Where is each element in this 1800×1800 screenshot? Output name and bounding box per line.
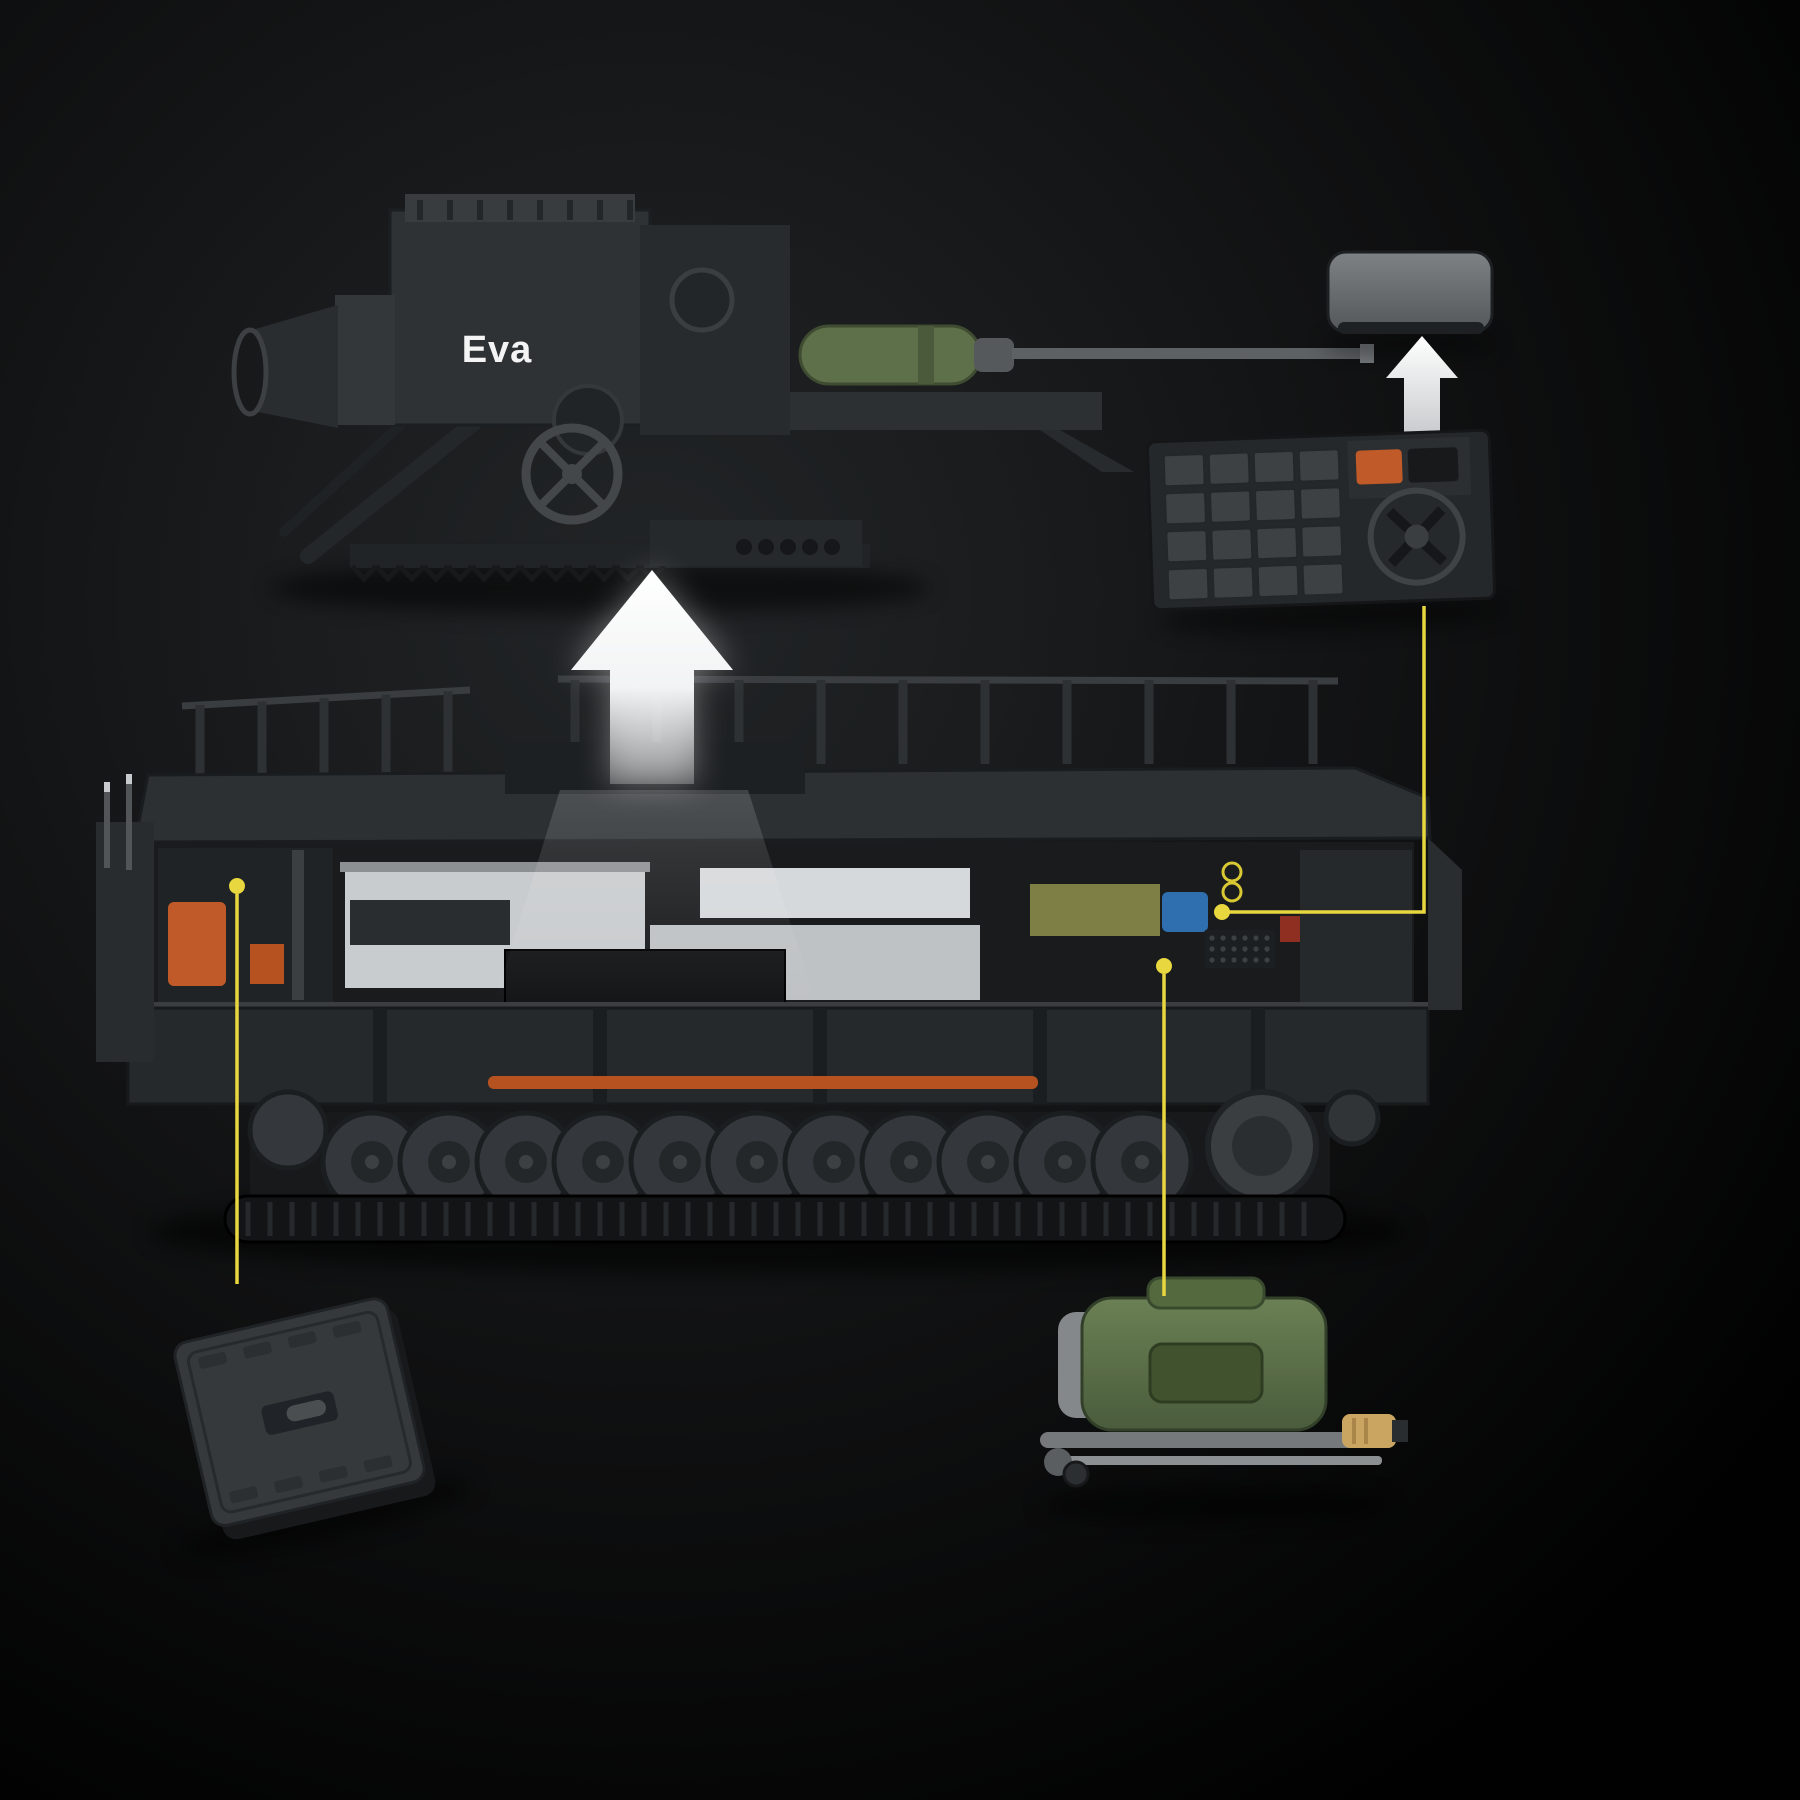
interior-grille-dots <box>1209 935 1270 963</box>
interior-olive-module <box>1030 884 1160 936</box>
interior-pillar <box>292 850 304 1000</box>
callout-dot <box>1214 904 1230 920</box>
muzzle-opening <box>231 327 269 417</box>
control-panel-part <box>1145 428 1509 633</box>
assembly-arrow-icon <box>571 570 733 784</box>
engine-pipe-thin <box>1052 1456 1382 1465</box>
engine-shadow <box>1040 1487 1390 1523</box>
gun-body-top <box>405 194 635 222</box>
mast-tip <box>104 782 110 792</box>
callouts <box>229 606 1426 1296</box>
arrow-shape <box>571 570 733 784</box>
mortar-assembly: Eva <box>231 194 1374 614</box>
panel-orange-lever <box>1355 449 1403 485</box>
shell-cradle <box>770 392 1102 430</box>
interior-gearbox <box>350 900 510 945</box>
gun-name-label: Eva <box>462 329 533 371</box>
gun-breech-block <box>640 225 790 435</box>
interior-yellow-ring <box>1221 861 1243 883</box>
gun-body-seams <box>417 200 633 220</box>
panel-part-inset <box>187 1310 412 1514</box>
loading-rod <box>1012 348 1367 359</box>
fender-line <box>128 1002 1428 1010</box>
panel-grid-tiles <box>1162 448 1345 602</box>
side-post <box>1251 1008 1265 1104</box>
floor-panel-part <box>173 1297 472 1559</box>
mortar-shadow <box>270 562 930 614</box>
callout-line-panel <box>1222 606 1426 914</box>
hull-rear-slope <box>1428 838 1462 1010</box>
side-post <box>593 1008 607 1104</box>
panel-dark-slot <box>1407 447 1459 483</box>
engine-pipe <box>1040 1432 1380 1448</box>
engine-wheel <box>1062 1460 1090 1488</box>
interior-rod <box>340 862 650 872</box>
light-beam <box>495 790 815 1000</box>
hatch-arrow-icon <box>1386 336 1458 434</box>
track <box>223 1194 1347 1244</box>
callout-dot <box>229 878 245 894</box>
engine-handle <box>1146 1276 1266 1310</box>
railing-left <box>181 686 471 710</box>
panel-part-handle <box>286 1399 326 1422</box>
handwheel-hub <box>562 464 582 484</box>
interior-right-wall <box>1300 850 1412 1002</box>
hatch-underside <box>1338 322 1484 334</box>
side-post <box>1033 1008 1047 1104</box>
mast-tip <box>126 774 132 784</box>
interior-orange-bracket <box>168 902 226 986</box>
tank-hull <box>96 675 1462 1274</box>
cradle-support <box>1040 430 1134 472</box>
hatch-shadow <box>1322 332 1498 356</box>
mortar-shell <box>798 324 982 386</box>
railing-posts-left <box>195 691 453 775</box>
track-treads <box>245 1202 1307 1236</box>
side-post <box>373 1008 387 1104</box>
interior-yellow-ring <box>1221 881 1243 903</box>
side-orange-rod <box>488 1076 1038 1089</box>
gun-front-block <box>335 295 395 425</box>
engine-nozzle <box>1342 1414 1396 1448</box>
front-mast <box>126 780 132 870</box>
fan-hub <box>1404 524 1429 549</box>
interior-orange-block <box>250 944 284 984</box>
shell-band <box>918 326 934 384</box>
rear-roller <box>1323 1089 1381 1147</box>
interior-blue-part <box>1162 892 1208 932</box>
shell-tail <box>974 338 1014 372</box>
interior-grille <box>1205 930 1275 968</box>
elevation-handwheel <box>521 423 623 525</box>
gun-base-teeth <box>350 564 666 583</box>
breech-detail <box>669 267 735 333</box>
gun-base-dots <box>736 539 840 555</box>
front-mast <box>104 788 110 868</box>
sprocket-hub <box>1232 1116 1292 1176</box>
idler-wheel <box>247 1089 329 1171</box>
engine-part <box>1040 1276 1408 1523</box>
nozzle-tip <box>1392 1420 1408 1442</box>
muzzle-cone <box>245 305 338 428</box>
engine-hatch <box>1148 1342 1264 1404</box>
gun-body <box>388 208 652 427</box>
hatch-plate <box>1326 250 1494 334</box>
panel-part-studs <box>198 1320 393 1504</box>
side-post <box>813 1008 827 1104</box>
hatch-cover-part <box>1322 250 1498 356</box>
hull-side <box>126 1006 1430 1106</box>
callout-dot <box>1156 958 1172 974</box>
